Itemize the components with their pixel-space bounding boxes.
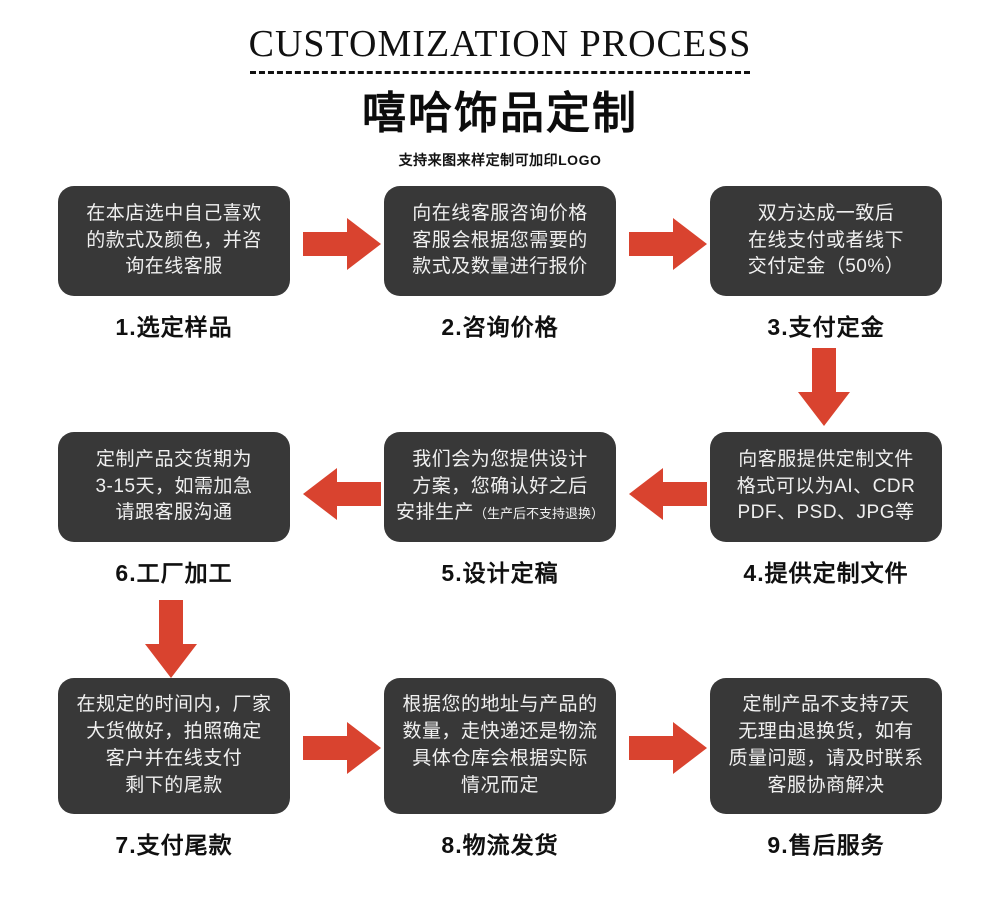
step-4-line-1: 向客服提供定制文件	[738, 448, 914, 470]
step-9: 定制产品不支持7天 无理由退换货，如有 质量问题，请及时联系 客服协商解决 9.…	[710, 678, 942, 860]
step-8: 根据您的地址与产品的 数量，走快递还是物流 具体仓库会根据实际 情况而定 8.物…	[384, 678, 616, 860]
step-4-label: 4.提供定制文件	[743, 560, 909, 586]
step-4-line-2: 格式可以为AI、CDR	[736, 475, 916, 497]
step-3: 双方达成一致后 在线支付或者线下 交付定金（50%） 3.支付定金	[710, 186, 942, 342]
arrow-right-step8-to-step9	[629, 720, 707, 776]
step-7-line-4: 剩下的尾款	[125, 774, 223, 796]
process-row-1: 在本店选中自己喜欢 的款式及颜色，并咨 询在线客服 1.选定样品 向在线客服咨询…	[0, 186, 1000, 356]
step-2-line-2: 客服会根据您需要的	[412, 229, 588, 251]
step-4: 向客服提供定制文件 格式可以为AI、CDR PDF、PSD、JPG等 4.提供定…	[710, 432, 942, 588]
step-7: 在规定的时间内，厂家 大货做好，拍照确定 客户并在线支付 剩下的尾款 7.支付尾…	[58, 678, 290, 860]
arrow-right-step7-to-step8	[303, 720, 381, 776]
step-6-line-1: 定制产品交货期为	[95, 448, 252, 470]
step-8-line-2: 数量，走快递还是物流	[402, 721, 598, 743]
process-row-3: 在规定的时间内，厂家 大货做好，拍照确定 客户并在线支付 剩下的尾款 7.支付尾…	[0, 678, 1000, 858]
arrow-right-step1-to-step2	[303, 216, 381, 272]
step-5: 我们会为您提供设计 方案，您确认好之后 安排生产（生产后不支持退换） 5.设计定…	[384, 432, 616, 588]
step-1-box: 在本店选中自己喜欢 的款式及颜色，并咨 询在线客服	[58, 186, 290, 296]
step-6: 定制产品交货期为 3-15天，如需加急 请跟客服沟通 6.工厂加工	[58, 432, 290, 588]
step-1-line-3: 询在线客服	[125, 256, 223, 278]
step-8-line-4: 情况而定	[460, 774, 539, 796]
process-row-2: 定制产品交货期为 3-15天，如需加急 请跟客服沟通 6.工厂加工 我们会为您提…	[0, 432, 1000, 602]
step-9-line-1: 定制产品不支持7天	[742, 694, 910, 716]
step-6-line-2: 3-15天，如需加急	[95, 475, 253, 497]
step-3-label: 3.支付定金	[767, 314, 885, 340]
step-9-line-3: 质量问题，请及时联系	[728, 748, 924, 769]
step-7-line-1: 在规定的时间内，厂家	[76, 694, 272, 716]
step-8-box: 根据您的地址与产品的 数量，走快递还是物流 具体仓库会根据实际 情况而定	[384, 678, 616, 814]
step-7-box: 在规定的时间内，厂家 大货做好，拍照确定 客户并在线支付 剩下的尾款	[58, 678, 290, 814]
step-8-line-1: 根据您的地址与产品的	[402, 694, 598, 716]
step-8-line-3: 具体仓库会根据实际	[412, 748, 588, 769]
step-3-box: 双方达成一致后 在线支付或者线下 交付定金（50%）	[710, 186, 942, 296]
step-1-line-2: 的款式及颜色，并咨	[86, 229, 262, 251]
step-1-label: 1.选定样品	[115, 314, 233, 340]
step-2-label: 2.咨询价格	[441, 314, 559, 340]
step-2-line-3: 款式及数量进行报价	[412, 256, 588, 278]
step-7-line-3: 客户并在线支付	[105, 748, 243, 769]
step-9-box: 定制产品不支持7天 无理由退换货，如有 质量问题，请及时联系 客服协商解决	[710, 678, 942, 814]
step-6-box: 定制产品交货期为 3-15天，如需加急 请跟客服沟通	[58, 432, 290, 542]
step-6-label: 6.工厂加工	[115, 560, 233, 586]
arrow-left-step4-to-step5	[629, 466, 707, 522]
step-5-line-1: 我们会为您提供设计	[412, 448, 588, 470]
arrow-down-step6-to-step7	[143, 600, 199, 678]
step-9-line-4: 客服协商解决	[767, 774, 885, 796]
step-2-box: 向在线客服咨询价格 客服会根据您需要的 款式及数量进行报价	[384, 186, 616, 296]
step-7-label: 7.支付尾款	[115, 832, 233, 858]
step-5-label: 5.设计定稿	[441, 560, 559, 586]
step-5-line-3: 安排生产	[395, 502, 474, 524]
step-2: 向在线客服咨询价格 客服会根据您需要的 款式及数量进行报价 2.咨询价格	[384, 186, 616, 342]
arrow-down-step3-to-step4	[796, 348, 852, 426]
step-7-line-2: 大货做好，拍照确定	[86, 721, 262, 743]
header: CUSTOMIZATION PROCESS 嘻哈饰品定制 支持来图来样定制可加印…	[0, 0, 1000, 170]
step-5-note: （生产后不支持退换）	[474, 506, 605, 522]
step-6-line-3: 请跟客服沟通	[115, 502, 233, 524]
step-1-line-1: 在本店选中自己喜欢	[86, 202, 262, 224]
step-9-line-2: 无理由退换货，如有	[738, 721, 914, 743]
step-9-label: 9.售后服务	[767, 832, 885, 858]
title-divider	[250, 70, 750, 74]
step-5-line-3-wrap: 安排生产（生产后不支持退换）	[396, 500, 604, 527]
step-1: 在本店选中自己喜欢 的款式及颜色，并咨 询在线客服 1.选定样品	[58, 186, 290, 342]
arrow-right-step2-to-step3	[629, 216, 707, 272]
page-title-english: CUSTOMIZATION PROCESS	[248, 23, 752, 65]
step-2-line-1: 向在线客服咨询价格	[412, 202, 588, 224]
step-3-line-2: 在线支付或者线下	[747, 229, 904, 251]
step-5-box: 我们会为您提供设计 方案，您确认好之后 安排生产（生产后不支持退换）	[384, 432, 616, 542]
step-3-line-1: 双方达成一致后	[757, 202, 895, 224]
step-3-line-3: 交付定金（50%）	[747, 256, 905, 278]
page-subtitle: 支持来图来样定制可加印LOGO	[398, 152, 602, 169]
step-5-line-2: 方案，您确认好之后	[412, 475, 588, 497]
page-title-chinese: 嘻哈饰品定制	[362, 88, 638, 138]
step-4-line-3: PDF、PSD、JPG等	[737, 502, 915, 524]
arrow-left-step5-to-step6	[303, 466, 381, 522]
step-8-label: 8.物流发货	[441, 832, 559, 858]
step-4-box: 向客服提供定制文件 格式可以为AI、CDR PDF、PSD、JPG等	[710, 432, 942, 542]
